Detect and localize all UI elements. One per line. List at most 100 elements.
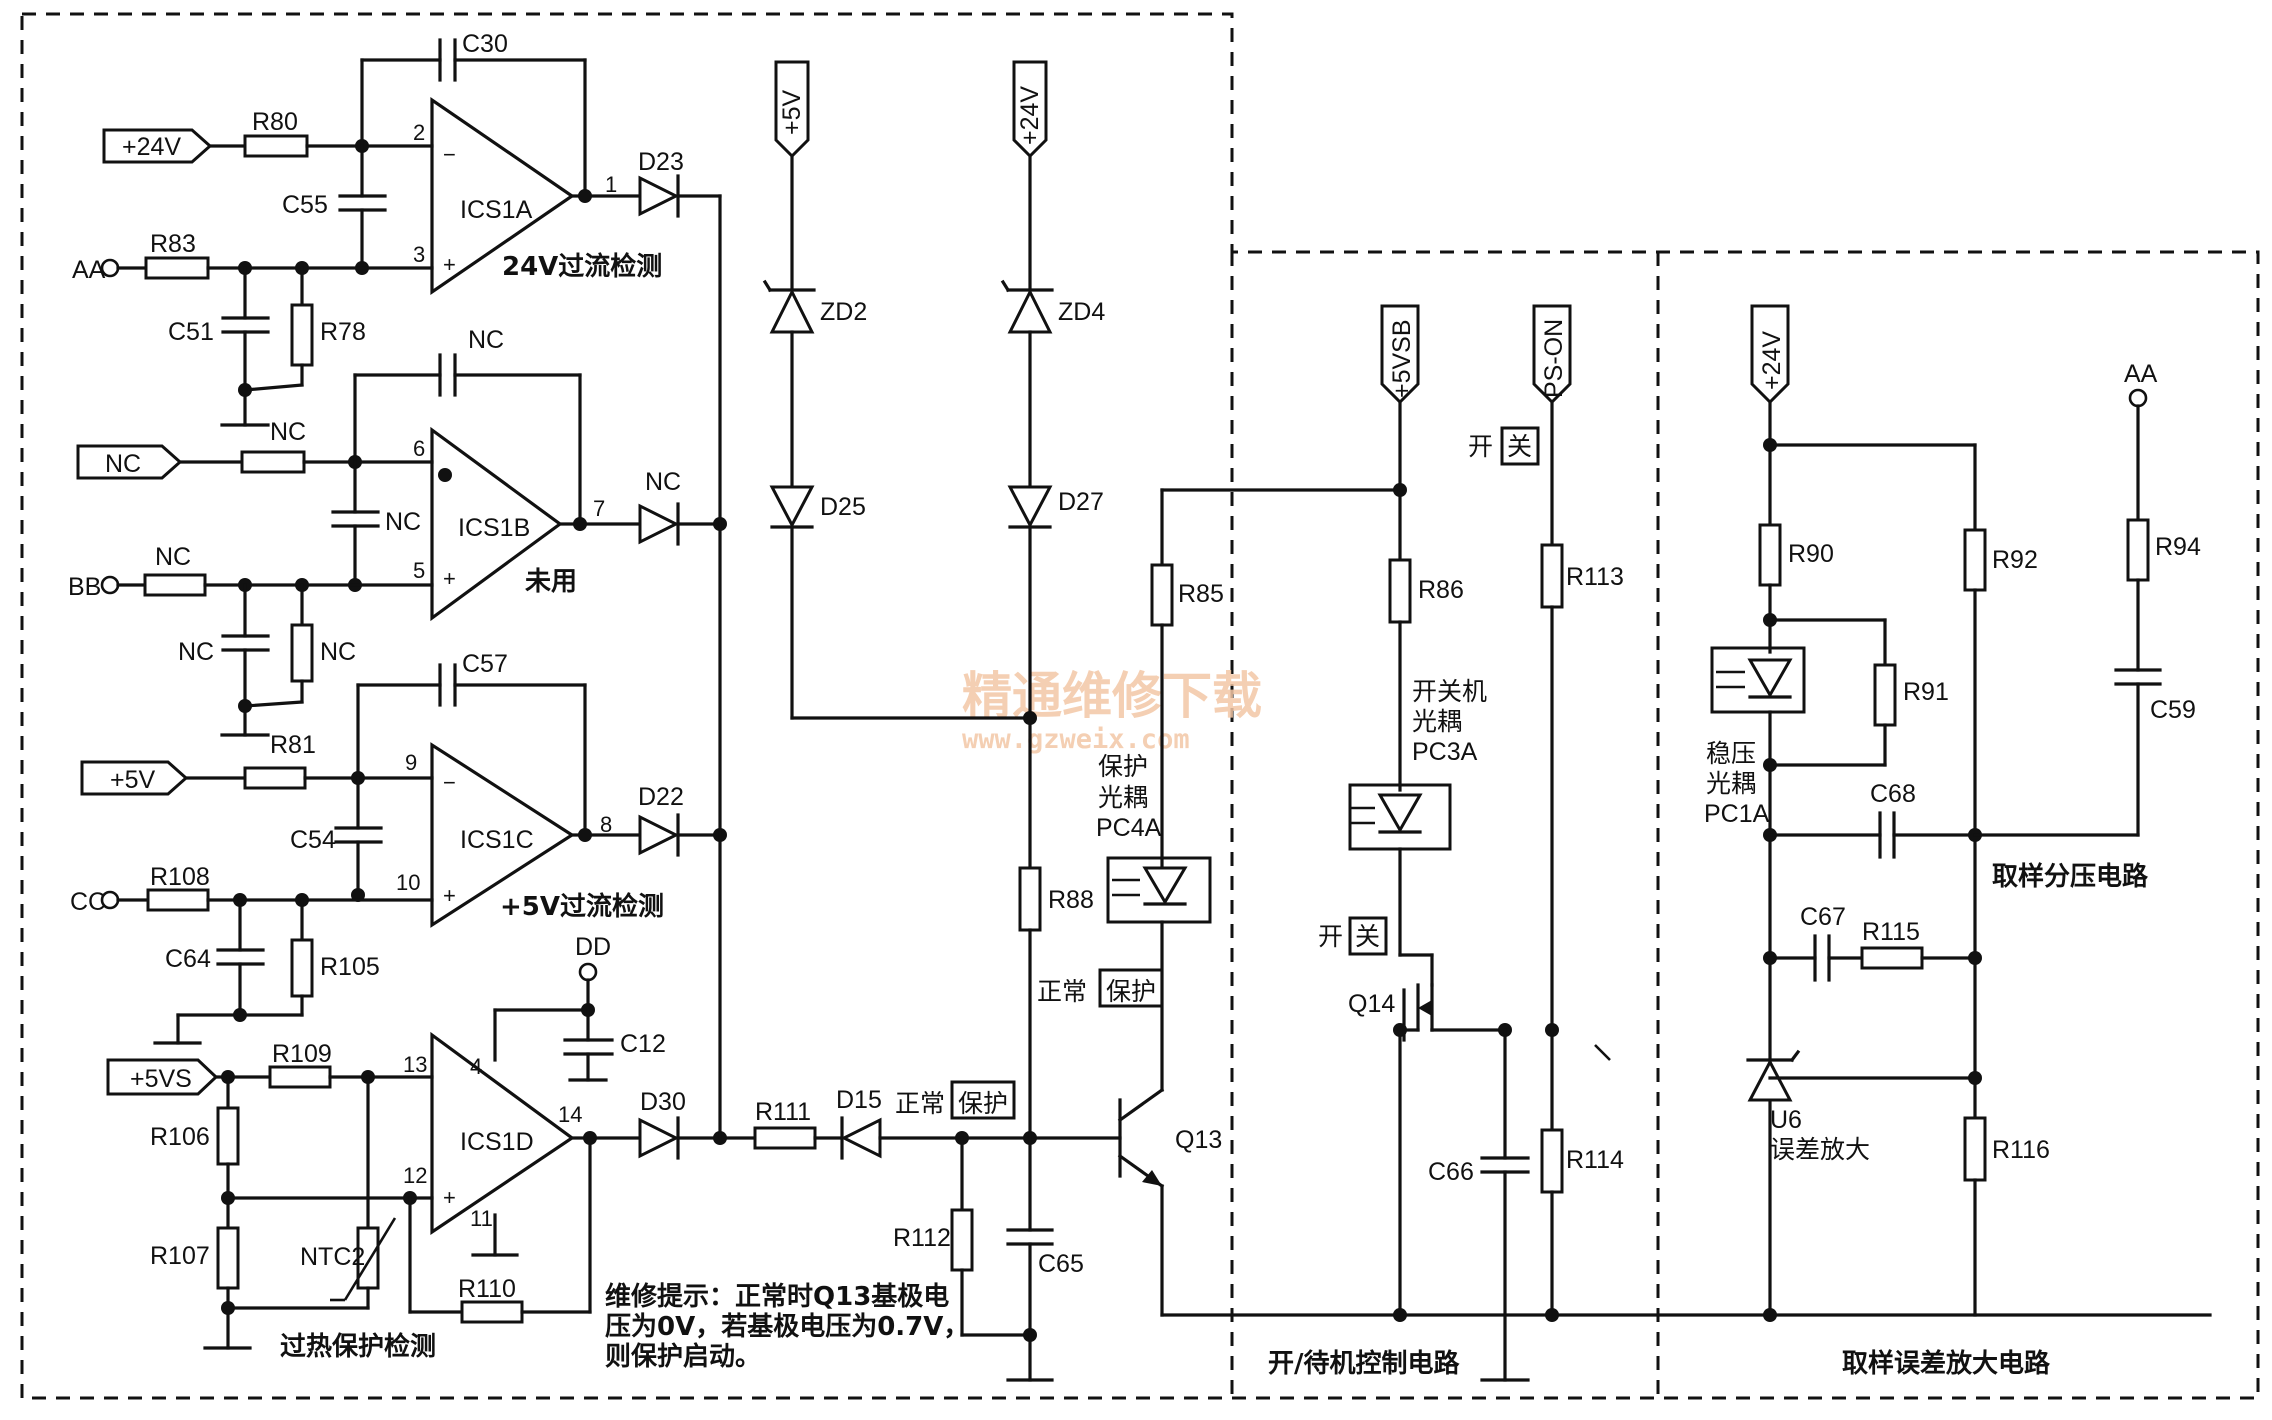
svg-text:3: 3 <box>413 242 425 267</box>
svg-text:ZD4: ZD4 <box>1058 298 1105 326</box>
svg-text:NC: NC <box>155 543 191 571</box>
svg-text:D30: D30 <box>640 1088 686 1116</box>
svg-text:C65: C65 <box>1038 1250 1084 1278</box>
svg-text:光耦: 光耦 <box>1098 783 1148 812</box>
svg-text:R94: R94 <box>2155 533 2201 561</box>
svg-text:7: 7 <box>593 496 605 521</box>
svg-text:R86: R86 <box>1418 576 1464 604</box>
svg-text:PC3A: PC3A <box>1412 738 1478 766</box>
ics1c-circuit: R81 +5V C57 C54 CC R108 <box>70 650 642 1045</box>
svg-text:NC: NC <box>270 418 306 446</box>
svg-text:6: 6 <box>413 436 425 461</box>
svg-text:+5V: +5V <box>778 89 806 135</box>
svg-text:正常: 正常 <box>895 1089 945 1118</box>
opamp-label: ICS1C <box>460 826 534 854</box>
svg-text:开关机: 开关机 <box>1412 677 1487 706</box>
svg-text:NC: NC <box>178 638 214 666</box>
svg-text:C59: C59 <box>2150 696 2196 724</box>
caption-24v-overcurrent: 24V过流检测 <box>502 251 662 282</box>
region-borders <box>20 12 2260 1400</box>
svg-text:C57: C57 <box>462 650 508 678</box>
svg-text:D25: D25 <box>820 493 866 521</box>
output-diodes: D23 NC D22 D30 R111 D15 正常 <box>638 148 1122 1342</box>
svg-text:R114: R114 <box>1566 1146 1624 1174</box>
svg-text:+5VS: +5VS <box>130 1065 192 1093</box>
svg-text:D23: D23 <box>638 148 684 176</box>
svg-text:取样分压电路: 取样分压电路 <box>1992 861 2149 892</box>
tip-line-2: 压为0V，若基极电压为0.7V， <box>605 1312 969 1342</box>
svg-text:Q14: Q14 <box>1348 990 1395 1018</box>
svg-text:稳压: 稳压 <box>1706 739 1756 768</box>
opamp-label: ICS1B <box>458 514 530 542</box>
svg-text:误差放大: 误差放大 <box>1770 1135 1870 1164</box>
svg-text:R110: R110 <box>458 1275 516 1303</box>
standby-control: +5VSB R86 开关机 光耦 PC3A 开 关 Q14 <box>1318 304 1624 1382</box>
svg-text:开: 开 <box>1468 432 1493 461</box>
ics1b-circuit: NC NC NC BB NC NC <box>68 326 642 737</box>
svg-text:关: 关 <box>1355 922 1380 951</box>
svg-text:NC: NC <box>468 326 504 354</box>
svg-text:R115: R115 <box>1862 918 1920 946</box>
svg-text:BB: BB <box>68 573 101 601</box>
svg-text:−: − <box>443 770 456 795</box>
svg-text:R112: R112 <box>893 1224 951 1252</box>
ics1a-circuit: +24V R80 C30 C55 AA R83 <box>72 30 642 446</box>
svg-text:+: + <box>443 1185 456 1210</box>
svg-text:4: 4 <box>470 1054 482 1079</box>
svg-text:9: 9 <box>405 750 417 775</box>
opamp-ics1b: + ICS1B <box>430 426 563 622</box>
svg-text:R91: R91 <box>1903 678 1949 706</box>
svg-text:D15: D15 <box>836 1086 882 1114</box>
svg-text:DD: DD <box>575 933 611 961</box>
svg-text:C64: C64 <box>165 945 211 973</box>
svg-text:R78: R78 <box>320 318 366 346</box>
svg-text:保护: 保护 <box>1098 752 1148 781</box>
svg-text:NC: NC <box>645 468 681 496</box>
caption-sampling-error-amp: 取样误差放大电路 <box>1842 1348 2051 1379</box>
svg-text:C12: C12 <box>620 1030 666 1058</box>
opamp-label: ICS1D <box>460 1128 534 1156</box>
svg-text:R81: R81 <box>270 731 316 759</box>
svg-text:Q13: Q13 <box>1175 1126 1222 1154</box>
svg-text:R109: R109 <box>272 1040 332 1068</box>
svg-text:R107: R107 <box>150 1242 210 1270</box>
svg-text:R116: R116 <box>1992 1136 2050 1164</box>
svg-text:12: 12 <box>403 1163 427 1188</box>
caption-unused: 未用 <box>525 567 577 597</box>
svg-text:R111: R111 <box>755 1098 811 1126</box>
opamp-label: ICS1A <box>460 196 533 224</box>
svg-text:2: 2 <box>413 120 425 145</box>
svg-text:保护: 保护 <box>958 1089 1008 1118</box>
tip-line-3: 则保护启动。 <box>605 1341 761 1372</box>
svg-text:CC: CC <box>70 888 106 916</box>
svg-text:D22: D22 <box>638 783 684 811</box>
captions: 24V过流检测 未用 +5V过流检测 过热保护检测 维修提示：正常时Q13基极电… <box>280 251 2051 1379</box>
caption-standby-control: 开/待机控制电路 <box>1268 1348 1460 1379</box>
svg-text:NTC2: NTC2 <box>300 1243 365 1271</box>
svg-text:R92: R92 <box>1992 546 2038 574</box>
svg-text:8: 8 <box>600 812 612 837</box>
svg-text:C30: C30 <box>462 30 508 58</box>
svg-text:U6: U6 <box>1770 1106 1802 1134</box>
svg-text:10: 10 <box>396 870 420 895</box>
svg-text:ZD2: ZD2 <box>820 298 867 326</box>
svg-text:R85: R85 <box>1178 580 1224 608</box>
svg-text:11: 11 <box>470 1206 493 1231</box>
svg-text:+: + <box>443 252 456 277</box>
svg-text:+24V: +24V <box>1758 331 1786 390</box>
sampling-region: +24V R90 R91 稳压 光耦 PC1A C68 <box>1704 304 2201 1322</box>
svg-text:14: 14 <box>558 1102 582 1127</box>
svg-text:光耦: 光耦 <box>1412 707 1462 736</box>
svg-text:AA: AA <box>2124 360 2158 388</box>
svg-text:R80: R80 <box>252 108 298 136</box>
svg-text:NC: NC <box>385 508 421 536</box>
svg-text:C68: C68 <box>1870 780 1916 808</box>
svg-text:R83: R83 <box>150 230 196 258</box>
svg-text:AA: AA <box>72 256 106 284</box>
opamp-ics1a: − + ICS1A <box>430 96 575 296</box>
watermark-url: www.gzweix.com <box>962 724 1190 755</box>
svg-text:光耦: 光耦 <box>1706 769 1756 798</box>
svg-text:R88: R88 <box>1048 886 1094 914</box>
svg-text:NC: NC <box>105 450 141 478</box>
